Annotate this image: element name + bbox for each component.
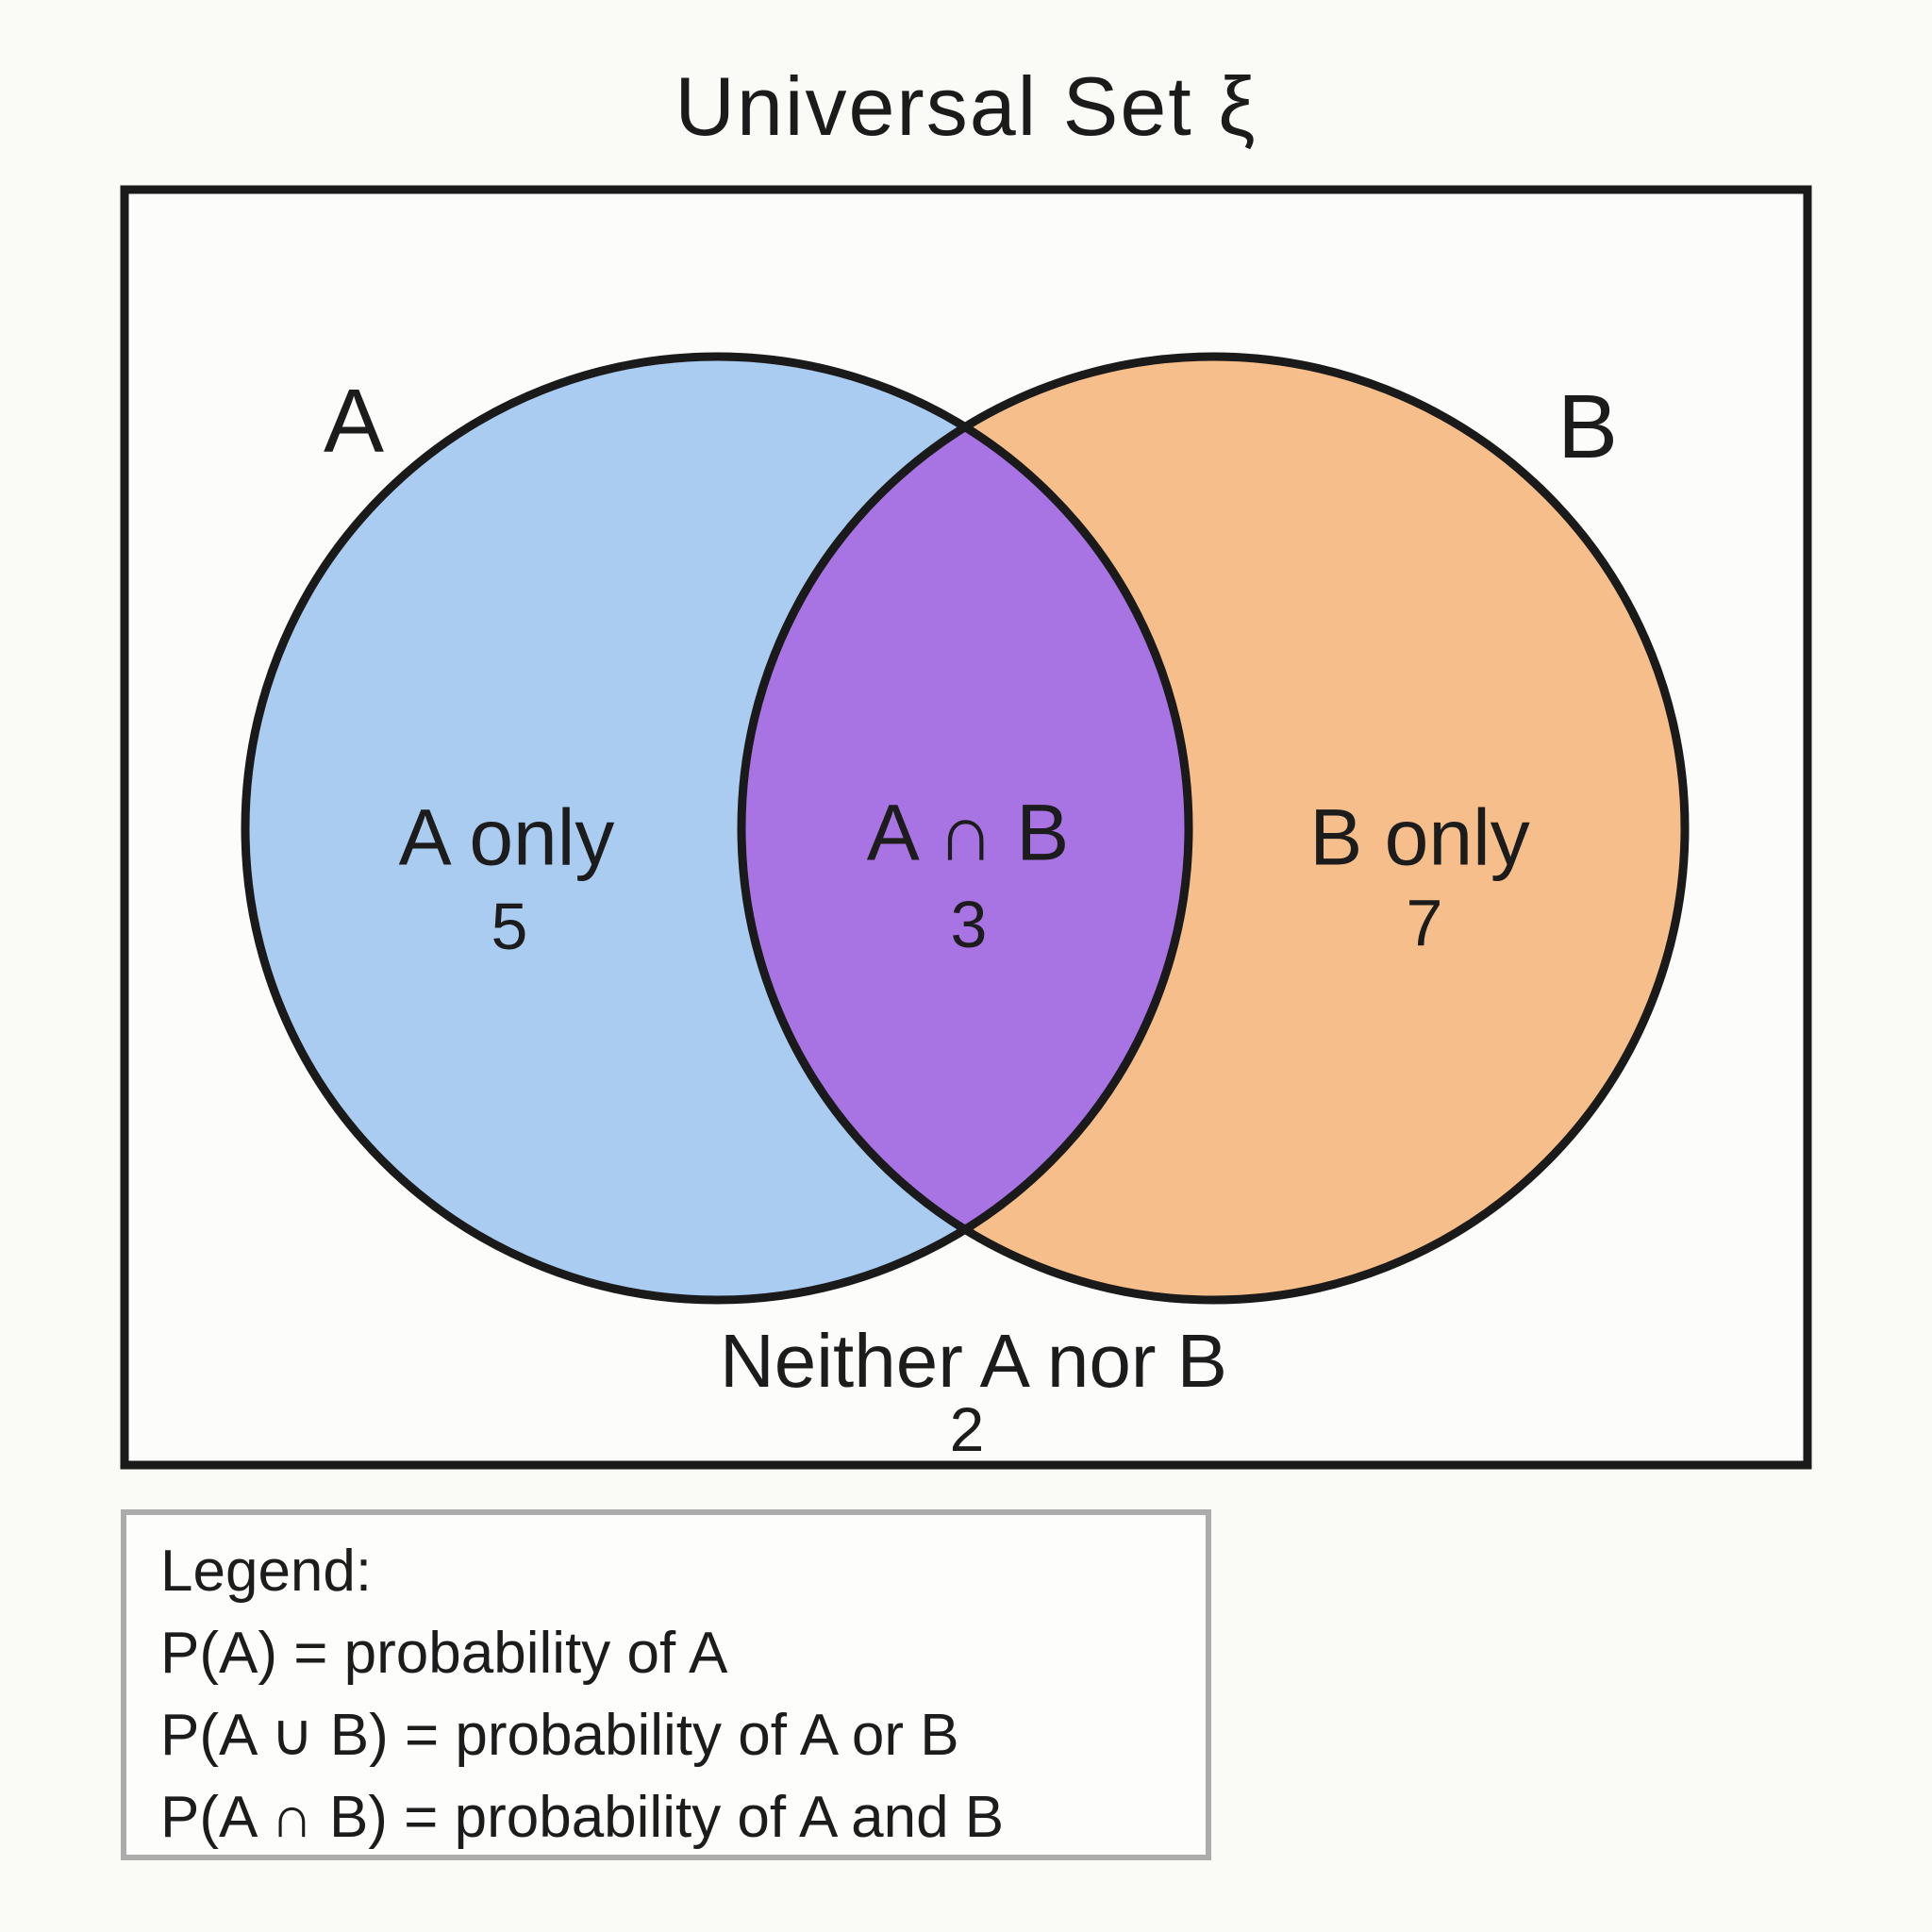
legend-heading: Legend: (160, 1539, 373, 1604)
legend-line-pa: P(A) = probability of A (160, 1621, 728, 1686)
region-b-only-value: 7 (1406, 886, 1443, 959)
intersection-region (741, 427, 1189, 1229)
region-a-only-value: 5 (491, 890, 528, 963)
region-intersection-value: 3 (950, 888, 988, 961)
legend-box: Legend: P(A) = probability of A P(A ∪ B)… (121, 1509, 1211, 1860)
legend-line-pa-union-b: P(A ∪ B) = probability of A or B (160, 1703, 959, 1768)
set-b-outline (737, 352, 1690, 1305)
region-a-only-label: A only (398, 792, 615, 882)
set-b-label: B (1557, 376, 1619, 477)
legend-line-pa-intersect-b: P(A ∩ B) = probability of A and B (160, 1785, 1005, 1850)
page-title: Universal Set ξ (675, 59, 1257, 153)
region-neither-label: Neither A nor B (719, 1319, 1228, 1403)
region-intersection-label: A ∩ B (866, 788, 1070, 877)
set-a-outline (241, 352, 1193, 1305)
set-a-label: A (323, 371, 385, 472)
region-b-only-label: B only (1309, 792, 1530, 882)
region-neither-value: 2 (949, 1394, 985, 1464)
